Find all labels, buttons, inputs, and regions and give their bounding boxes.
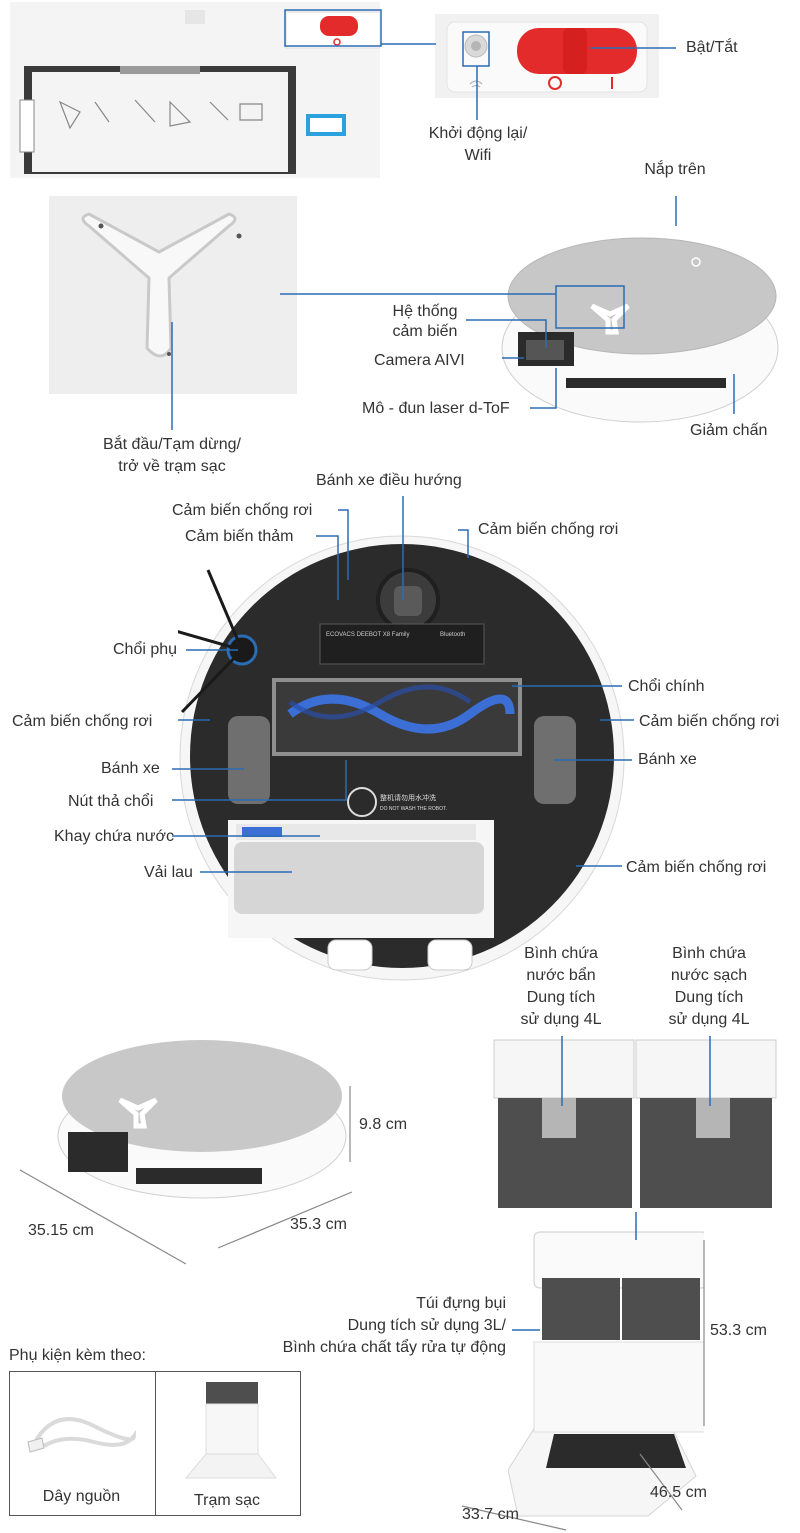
robot-top-view [496, 228, 784, 424]
label-accessories: Phụ kiện kèm theo: [9, 1347, 146, 1364]
power-switch-highlight [284, 9, 382, 47]
label-power: Bật/Tắt [686, 39, 738, 56]
robot-dimensions-illustration [57, 1040, 347, 1199]
label-nav-wheel: Bánh xe điều hướng [316, 472, 462, 489]
label-depth: 35.15 cm [28, 1222, 94, 1239]
sensor-closeup-illustration [81, 212, 242, 358]
station-tanks-view [490, 1036, 780, 1212]
robot-brand-label: ECOVACS DEEBOT X8 Family [326, 632, 409, 638]
label-camera: Camera AIVI [374, 352, 465, 369]
station-full-illustration [507, 1231, 709, 1517]
label-sensor-system: Hệ thống cảm biến [392, 303, 458, 340]
label-charging-station: Trạm sạc [193, 1492, 261, 1509]
label-cliff-sensor-bottom: Cảm biến chống rơi [626, 859, 767, 876]
label-cliff-sensor-left: Cảm biến chống rơi [12, 713, 153, 730]
label-restart-wifi: Khởi động lại/ Wifi [428, 125, 528, 164]
robot-top-open-illustration [19, 10, 381, 174]
robot-bottom-view: ECOVACS DEEBOT X8 Family Bluetooth 整机请勿用… [171, 534, 626, 982]
label-carpet-sensor: Cảm biến thảm [185, 528, 294, 545]
robot-warning-cn: 整机请勿用水冲洗 [380, 793, 436, 802]
label-dirty-tank: Bình chứa nước bẩn Dung tích sử dụng 4L [520, 945, 602, 1028]
label-cliff-sensor-right: Cảm biến chống rơi [639, 713, 780, 730]
robot-warning-en: DO NOT WASH THE ROBOT. [380, 806, 447, 812]
label-cliff-sensor-b: Cảm biến chống rơi [478, 521, 619, 538]
label-height: 9.8 cm [359, 1116, 408, 1133]
dimension-lines [19, 1086, 705, 1531]
restart-button-highlight [462, 31, 490, 67]
robot-top-open-photo [10, 2, 381, 178]
label-water-tray: Khay chứa nước [54, 828, 174, 845]
label-brush-release: Nút thả chổi [68, 793, 154, 810]
robot-dimensions-view [56, 1036, 348, 1200]
label-top-cover: Nắp trên [644, 161, 706, 178]
robot-bottom-illustration: ECOVACS DEEBOT X8 Family Bluetooth 整机请勿用… [171, 535, 625, 981]
label-wheel-left: Bánh xe [101, 760, 160, 777]
label-width: 35.3 cm [290, 1216, 347, 1233]
power-cord-illustration [27, 1417, 137, 1453]
label-dust-bag: Túi đựng bụi Dung tích sử dụng 3L/ Bình … [282, 1295, 506, 1356]
label-cliff-sensor-a: Cảm biến chống rơi [172, 502, 313, 519]
label-main-brush: Chổi chính [628, 678, 705, 695]
accessory-power-cord-box [9, 1371, 156, 1516]
label-station-width: 33.7 cm [462, 1506, 519, 1523]
sensor-system-highlight [555, 285, 625, 329]
label-station-depth: 46.5 cm [650, 1484, 707, 1501]
label-power-cord: Dây nguồn [42, 1488, 121, 1505]
station-full-view [507, 1230, 709, 1518]
station-mini-illustration [184, 1382, 277, 1479]
label-laser-module: Mô - đun laser d-ToF [362, 400, 510, 417]
robot-top-illustration [501, 237, 779, 423]
station-tanks-illustration [493, 1039, 777, 1208]
switch-closeup-illustration [446, 21, 648, 93]
switch-closeup-photo [435, 14, 659, 98]
sensor-closeup-photo [49, 196, 297, 394]
label-mop-cloth: Vải lau [144, 864, 193, 881]
label-start-pause: Bắt đầu/Tạm dừng/ trở về trạm sạc [103, 436, 241, 475]
label-wheel-right: Bánh xe [638, 751, 697, 768]
robot-bluetooth-label: Bluetooth [440, 632, 465, 638]
label-side-brush: Chổi phụ [113, 641, 178, 658]
label-clean-tank: Bình chứa nước sạch Dung tích sử dụng 4L [668, 945, 750, 1028]
accessory-station-box [155, 1371, 301, 1516]
label-bumper: Giảm chấn [690, 422, 768, 439]
label-station-height: 53.3 cm [710, 1322, 767, 1339]
